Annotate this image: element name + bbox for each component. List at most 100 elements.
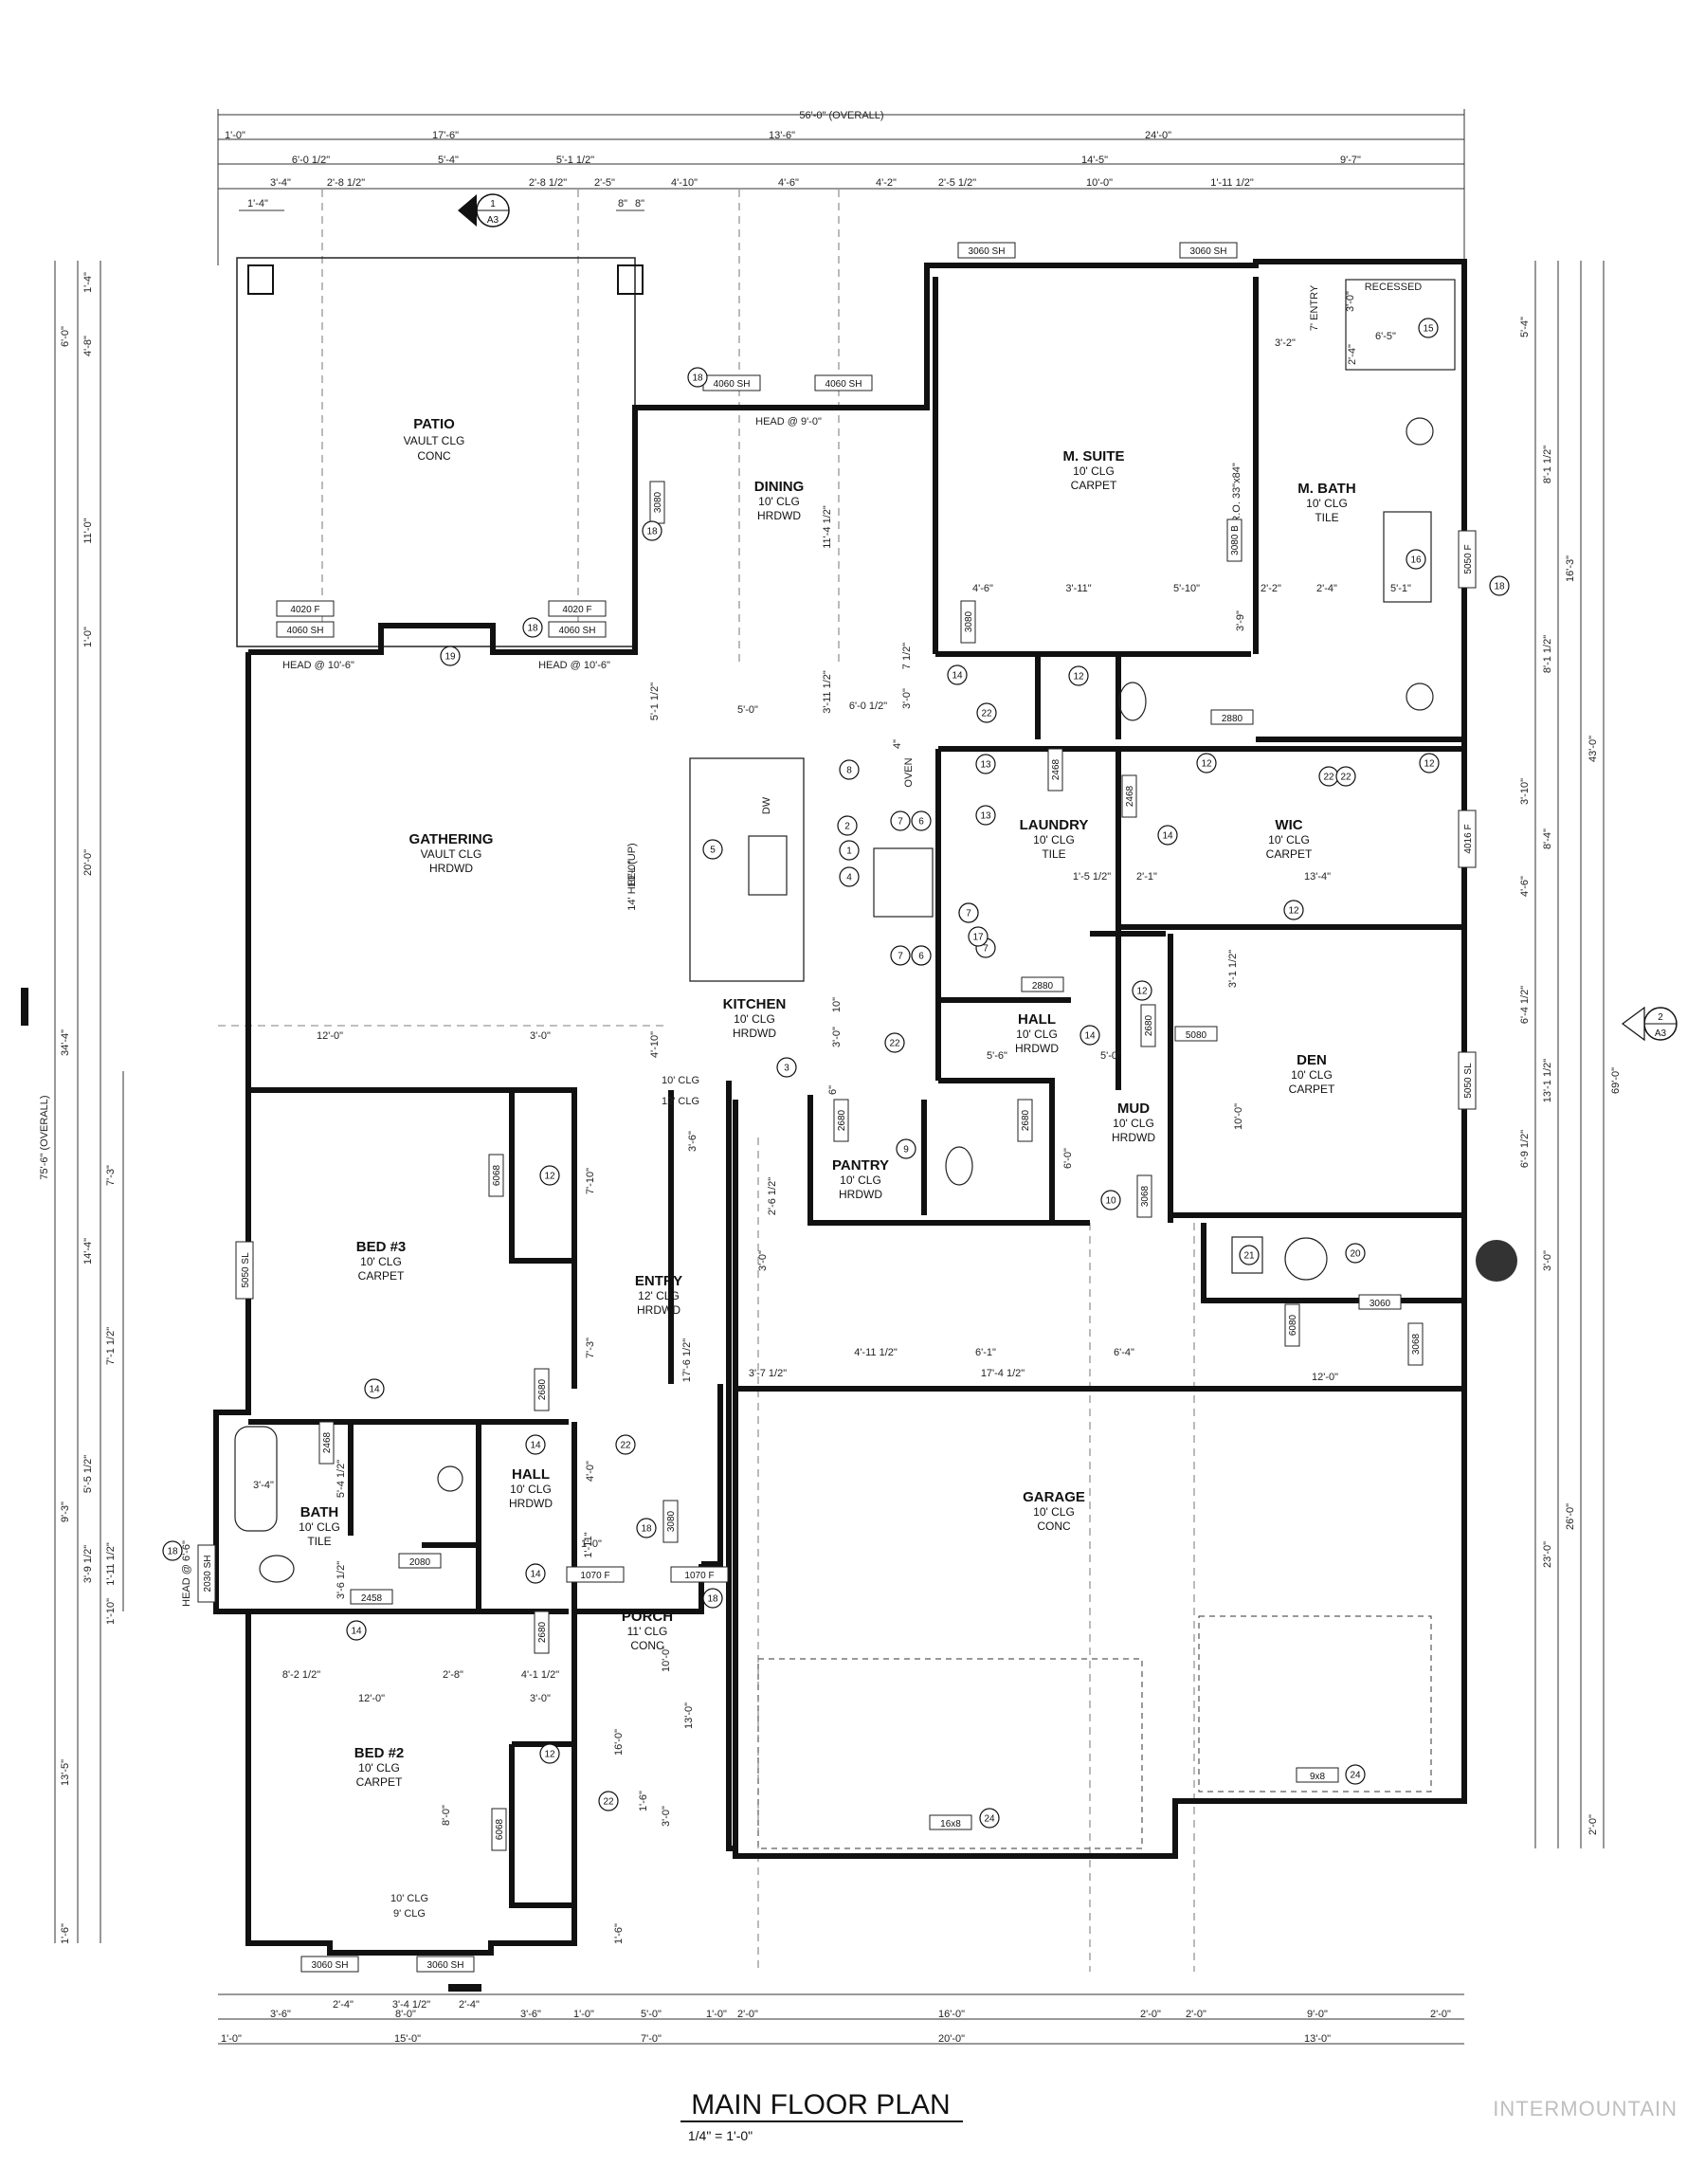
keynote-marker: 14	[346, 1620, 367, 1641]
dim-bottom: 2'-4"	[333, 1999, 354, 2011]
dim-interior: 2'-2"	[1261, 583, 1281, 594]
note: HEAD @ 10'-6"	[282, 660, 354, 671]
door-tag: 2468	[1121, 774, 1137, 818]
keynote-number: 18	[1494, 582, 1505, 592]
keynote-number: 18	[641, 1524, 652, 1535]
dim-interior: 3'-0"	[757, 1250, 769, 1271]
dim-left: 1'-11 1/2"	[105, 1542, 117, 1586]
dim-interior: 3'-1 1/2"	[1227, 950, 1239, 988]
keynote-number: 14	[351, 1627, 362, 1637]
door-tag: 2680	[1017, 1099, 1033, 1142]
dim-top: 5'-4"	[438, 155, 459, 166]
dim-right: 43'-0"	[1587, 736, 1599, 762]
door-tag: 2080	[398, 1553, 442, 1569]
keynote-marker: 12	[1068, 665, 1089, 686]
keynote-marker: 14	[525, 1563, 546, 1584]
left-dimensions	[21, 261, 124, 1943]
room-detail: VAULT CLG	[404, 434, 465, 447]
keynote-marker: 13	[975, 754, 996, 774]
room-name: M. SUITE	[1062, 448, 1124, 464]
note: RECESSED	[1365, 282, 1423, 293]
plan-title: MAIN FLOOR PLAN	[691, 2089, 950, 2120]
window-label: 3060 SH	[969, 246, 1006, 257]
note: HEAD @ 10'-6"	[538, 660, 610, 671]
dim-interior: 5'-1 1/2"	[649, 682, 661, 720]
plan-scale: 1/4" = 1'-0"	[688, 2128, 753, 2143]
keynote-marker: 14	[364, 1378, 385, 1399]
door-tag: 3080	[662, 1500, 679, 1543]
dim-interior: 3'-11 1/2"	[822, 670, 833, 714]
keynote-marker: 22	[1335, 766, 1356, 787]
door-tag: 2458	[350, 1589, 393, 1605]
keynote-marker: 6	[911, 945, 932, 966]
dim-right: 6'-9 1/2"	[1519, 1130, 1531, 1168]
dim-bottom: 1'-0"	[573, 2009, 594, 2020]
keynote-number: 18	[707, 1594, 718, 1605]
section-marker-number: 2	[1658, 1012, 1663, 1023]
note: OVEN	[903, 757, 915, 787]
keynote-number: 17	[972, 933, 984, 943]
keynote-number: 18	[692, 373, 703, 384]
keynote-number: 6	[918, 817, 924, 828]
dim-interior: 2'-4"	[1316, 583, 1337, 594]
dim-top: 6'-0 1/2"	[292, 155, 330, 166]
dim-interior: 2'-4"	[1347, 344, 1358, 365]
keynote-number: 7	[898, 952, 903, 962]
room-detail: TILE	[1042, 847, 1065, 861]
dim-bottom: 20'-0"	[938, 2033, 965, 2045]
room-detail: 10' CLG	[358, 1761, 400, 1774]
keynote-marker: 19	[440, 646, 461, 666]
note: R.O. 33"x84"	[1231, 463, 1243, 523]
keynote-marker: 5	[702, 839, 723, 860]
dim-top: 2'-5 1/2"	[938, 177, 976, 189]
keynote-marker: 22	[615, 1434, 636, 1455]
dim-right: 26'-0"	[1565, 1503, 1576, 1530]
dim-right: 4'-6"	[1519, 876, 1531, 897]
window-label: 4020 F	[290, 605, 319, 615]
keynote-marker: 18	[636, 1518, 657, 1538]
dim-interior: 3'-0"	[530, 1030, 551, 1042]
keynote-marker: 6	[911, 810, 932, 831]
keynote-number: 20	[1350, 1249, 1361, 1260]
room-detail: 10' CLG	[1268, 833, 1310, 846]
window-tag: 4060 SH	[814, 374, 873, 391]
dim-interior: 7'-10"	[585, 1168, 596, 1194]
dim-left: 6'-0"	[60, 326, 71, 347]
room-detail: 10' CLG	[1033, 833, 1075, 846]
dim-interior: 3'-0"	[661, 1806, 672, 1827]
dim-left: 3'-9 1/2"	[82, 1545, 94, 1583]
keynote-number: 7	[966, 909, 971, 919]
keynote-marker: 18	[522, 617, 543, 638]
interior-walls	[248, 277, 1464, 1908]
dim-top: 1'-11 1/2"	[1210, 177, 1254, 189]
keynote-number: 4	[846, 873, 852, 883]
window-label: 5050 F	[1463, 544, 1474, 573]
door-label: 9x8	[1310, 1772, 1326, 1782]
keynote-number: 13	[980, 760, 991, 771]
door-label: 3068	[1411, 1333, 1422, 1355]
dim-interior: 8'-2 1/2"	[282, 1669, 320, 1681]
window-tag: 4060 SH	[702, 374, 761, 391]
dim-right: 5'-4"	[1519, 317, 1531, 337]
keynote-number: 14	[1162, 831, 1173, 842]
keynote-marker: 14	[1157, 825, 1178, 846]
dim-right: 13'-1 1/2"	[1542, 1059, 1553, 1102]
room-detail: 11' CLG	[627, 1625, 668, 1638]
dim-top: 2'-5"	[594, 177, 615, 189]
keynote-number: 14	[530, 1570, 541, 1580]
door-tag: 2680	[534, 1611, 550, 1654]
room-detail: CONC	[1037, 1520, 1071, 1533]
keynote-marker: 24	[1345, 1764, 1366, 1785]
overall-width-label: 56'-0" (OVERALL)	[799, 110, 883, 121]
keynote-marker: 20	[1345, 1243, 1366, 1264]
keynote-marker: 7	[890, 810, 911, 831]
keynote-marker: 4	[839, 866, 860, 887]
door-tag: 9x8	[1296, 1767, 1339, 1783]
dim-interior: 4'-6"	[972, 583, 993, 594]
dim-top: 8"	[618, 198, 627, 209]
keynote-marker: 22	[1318, 766, 1339, 787]
dim-top: 5'-1 1/2"	[556, 155, 594, 166]
keynote-marker: 12	[1196, 753, 1217, 774]
dim-interior: 3'-6 1/2"	[336, 1561, 347, 1599]
door-label: 3060	[1370, 1299, 1391, 1309]
